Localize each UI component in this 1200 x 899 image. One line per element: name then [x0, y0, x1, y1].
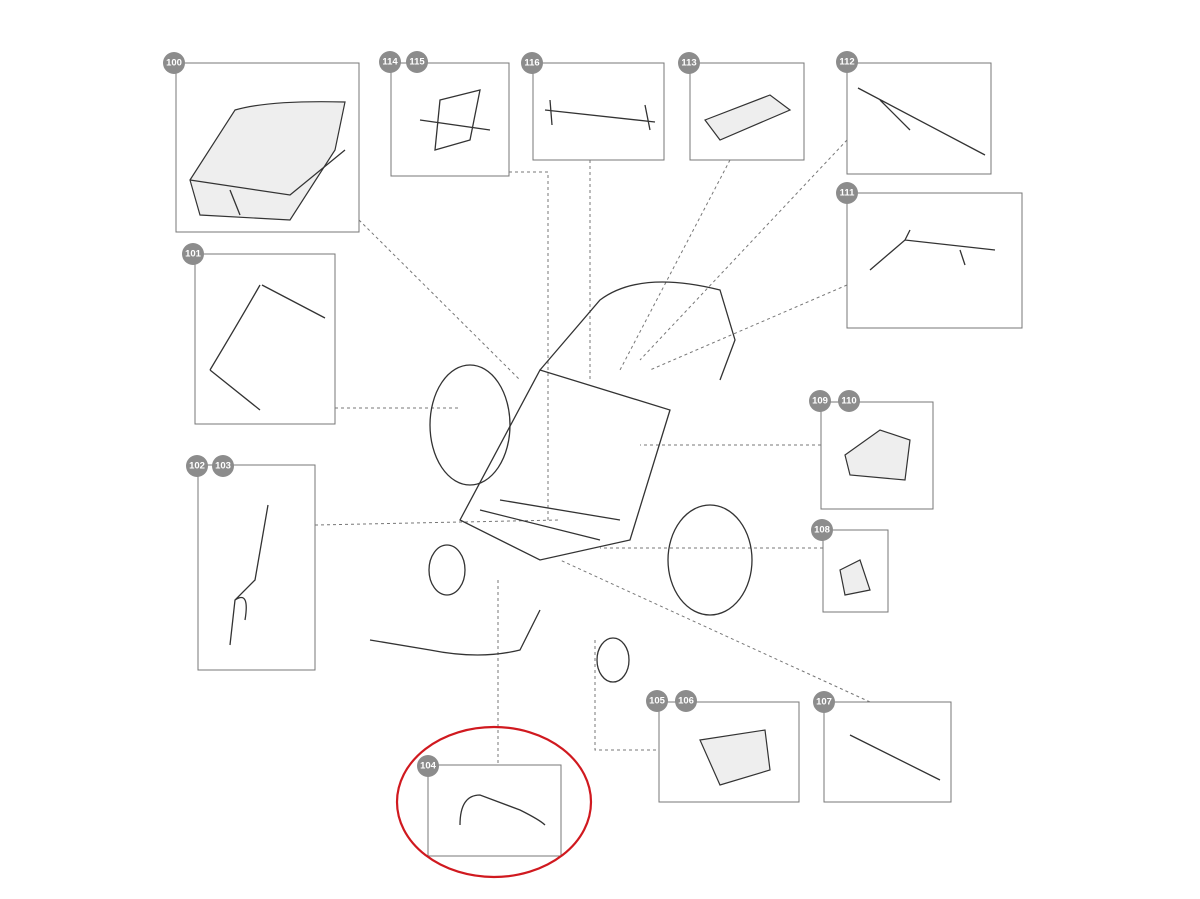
badge-111: 111 — [836, 182, 858, 204]
front-wheel-left — [428, 544, 466, 596]
svg-text:107: 107 — [816, 697, 832, 708]
svg-text:102: 102 — [189, 461, 205, 472]
highlight-ellipse — [395, 725, 593, 879]
svg-text:114: 114 — [382, 57, 398, 68]
rear-wheel-right — [667, 504, 753, 616]
badge-102: 102 — [186, 455, 208, 477]
svg-text:110: 110 — [841, 396, 856, 407]
part-badges: 100 101 102 103 104 105 106 107 108 109 … — [163, 51, 860, 777]
svg-text:108: 108 — [814, 525, 830, 536]
badge-115: 115 — [406, 51, 428, 73]
rear-wheel-left — [429, 364, 511, 486]
badge-114: 114 — [379, 51, 401, 73]
badge-104: 104 — [417, 755, 439, 777]
svg-text:112: 112 — [839, 57, 854, 68]
part-illustrations — [189, 87, 996, 826]
front-wheel-right — [596, 637, 630, 683]
svg-text:103: 103 — [215, 461, 231, 472]
badge-108: 108 — [811, 519, 833, 541]
svg-text:101: 101 — [185, 249, 202, 260]
badge-113: 113 — [678, 52, 700, 74]
badge-116: 116 — [521, 52, 543, 74]
leader-lines — [314, 139, 871, 765]
svg-text:116: 116 — [524, 58, 539, 69]
badge-109: 109 — [809, 390, 831, 412]
stroller-assembly — [369, 281, 753, 683]
badge-103: 103 — [212, 455, 234, 477]
svg-text:115: 115 — [409, 57, 425, 68]
badge-107: 107 — [813, 691, 835, 713]
svg-text:105: 105 — [649, 696, 666, 707]
badge-106: 106 — [675, 690, 697, 712]
svg-text:104: 104 — [420, 761, 437, 772]
badge-100: 100 — [163, 52, 185, 74]
badge-101: 101 — [182, 243, 204, 265]
part-boxes — [175, 62, 1023, 857]
badge-110: 110 — [838, 390, 860, 412]
svg-text:113: 113 — [681, 58, 696, 69]
svg-text:100: 100 — [166, 58, 182, 69]
svg-text:109: 109 — [812, 396, 828, 407]
svg-text:106: 106 — [678, 696, 694, 707]
badge-112: 112 — [836, 51, 858, 73]
svg-text:111: 111 — [840, 188, 856, 199]
badge-105: 105 — [646, 690, 668, 712]
